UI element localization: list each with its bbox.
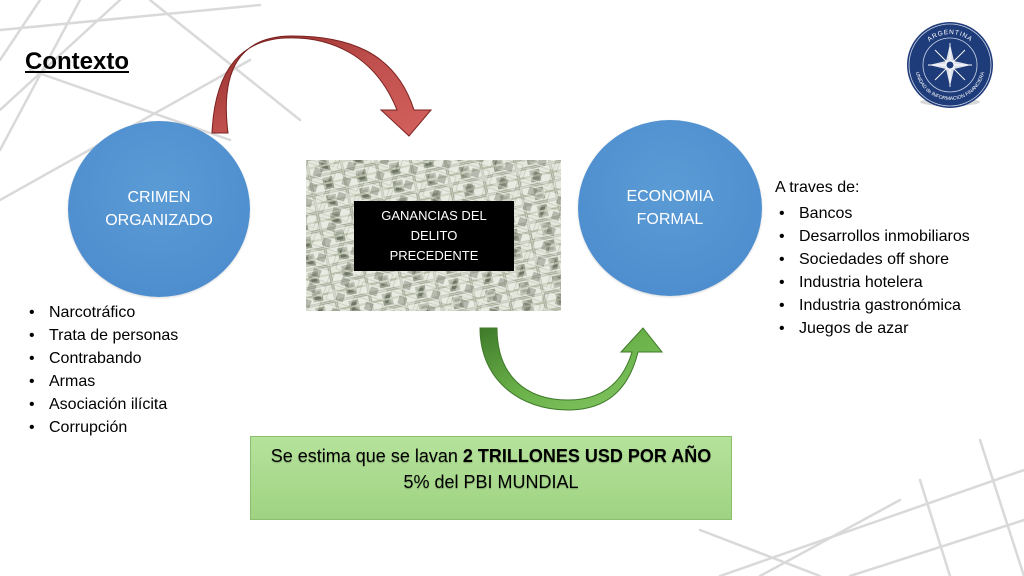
estimate-amount: 2 TRILLONES USD POR AÑO — [462, 446, 712, 466]
circle-label-line: ORGANIZADO — [105, 212, 213, 229]
channels-list: Bancos Desarrollos inmobiliaros Sociedad… — [775, 202, 970, 340]
page-title: Contexto — [25, 48, 129, 75]
list-item: Industria hotelera — [775, 271, 970, 294]
economia-formal-circle: ECONOMIA FORMAL — [578, 120, 762, 296]
list-item: Juegos de azar — [775, 317, 970, 340]
list-item: Corrupción — [25, 416, 178, 439]
money-label-line: PRECEDENTE — [389, 248, 479, 263]
crimen-types-list: Narcotráfico Trata de personas Contraban… — [25, 301, 178, 439]
channels-intro: A traves de: — [775, 179, 860, 196]
circle-label-line: ECONOMIA — [626, 188, 714, 205]
list-item: Sociedades off shore — [775, 248, 970, 271]
list-item: Industria gastronómica — [775, 294, 970, 317]
money-label-line: DELITO — [410, 228, 458, 243]
uif-argentina-seal-logo: ARGENTINA UNIDAD de INFORMACION FINANCIE… — [907, 22, 993, 108]
list-item: Trata de personas — [25, 324, 178, 347]
list-item: Bancos — [775, 202, 970, 225]
list-item: Narcotráfico — [25, 301, 178, 324]
list-item: Asociación ilícita — [25, 393, 178, 416]
estimate-box: Se estima que se lavan 2 TRILLONES USD P… — [250, 436, 732, 520]
circle-label-line: CRIMEN — [127, 189, 191, 206]
list-item: Desarrollos inmobiliaros — [775, 225, 970, 248]
estimate-line-1: Se estima que se lavan 2 TRILLONES USD P… — [251, 443, 731, 469]
list-item: Contrabando — [25, 347, 178, 370]
list-item: Armas — [25, 370, 178, 393]
circle-label-line: FORMAL — [636, 211, 704, 228]
estimate-prefix: Se estima que se lavan — [270, 446, 463, 466]
money-label-box: GANANCIAS DEL DELITO PRECEDENTE — [354, 201, 514, 271]
crimen-organizado-circle: CRIMEN ORGANIZADO — [68, 121, 250, 297]
estimate-line-2: 5% del PBI MUNDIAL — [403, 472, 579, 492]
money-label-line: GANANCIAS DEL — [381, 208, 487, 223]
